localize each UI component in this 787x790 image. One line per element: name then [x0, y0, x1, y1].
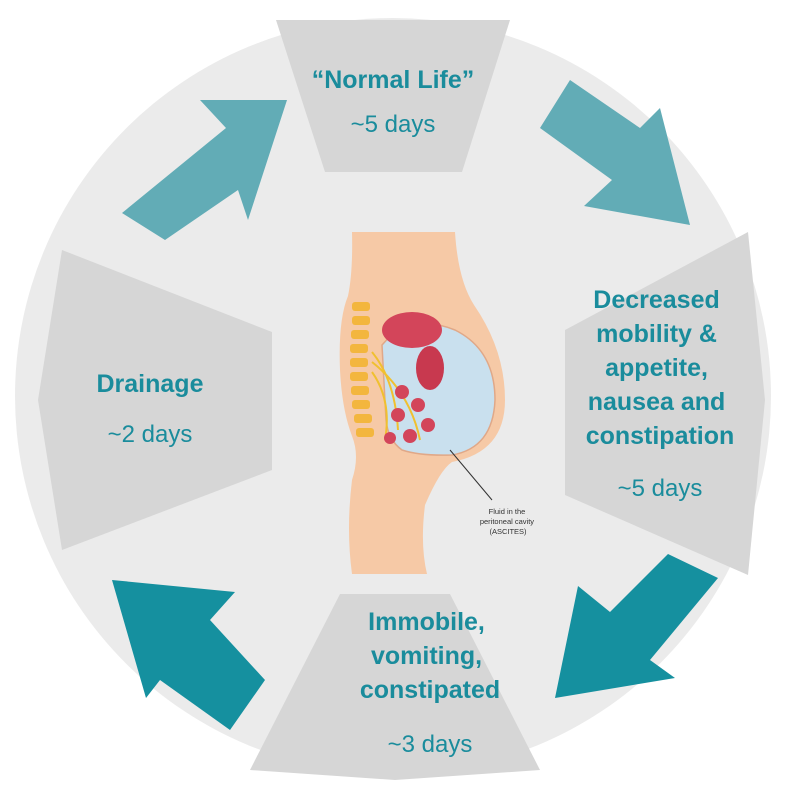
- stage-decreased-title-line: mobility &: [596, 320, 717, 348]
- vertebra: [351, 330, 369, 339]
- bowel-loop: [421, 418, 435, 432]
- vertebra: [356, 428, 374, 437]
- stage-drainage-duration: ~2 days: [108, 421, 193, 448]
- bowel-loop: [395, 385, 409, 399]
- vertebra: [352, 302, 370, 311]
- vertebra: [352, 316, 370, 325]
- vertebra: [354, 414, 372, 423]
- stage-decreased-title: Decreased mobility & appetite, nausea an…: [586, 286, 735, 450]
- ascites-caption-line: (ASCITES): [489, 527, 527, 536]
- stage-immobile-title-line: Immobile,: [368, 608, 485, 636]
- stage-decreased-title-line: appetite,: [605, 354, 708, 382]
- vertebra: [350, 358, 368, 367]
- stage-immobile-title: Immobile, vomiting, constipated: [360, 608, 500, 704]
- vertebra: [350, 372, 368, 381]
- liver: [382, 312, 442, 348]
- vertebra: [352, 400, 370, 409]
- ascites-caption-line: Fluid in the: [489, 507, 526, 516]
- stage-immobile-duration: ~3 days: [388, 731, 473, 758]
- bowel-loop: [391, 408, 405, 422]
- stage-decreased-title-line: nausea and: [588, 388, 726, 416]
- stage-normal-life-title: “Normal Life”: [312, 66, 475, 94]
- stage-drainage-title: Drainage: [97, 370, 204, 398]
- stage-decreased-duration: ~5 days: [618, 475, 703, 502]
- stage-decreased-title-line: constipation: [586, 422, 735, 450]
- bowel-loop: [411, 398, 425, 412]
- vertebra: [351, 386, 369, 395]
- kidney: [416, 346, 444, 390]
- stage-normal-life-duration: ~5 days: [351, 111, 436, 138]
- stage-immobile-title-line: constipated: [360, 676, 500, 704]
- bowel-loop: [403, 429, 417, 443]
- bowel-loop: [384, 432, 396, 444]
- ascites-caption-line: peritoneal cavity: [480, 517, 534, 526]
- vertebra: [350, 344, 368, 353]
- stage-immobile-title-line: vomiting,: [371, 642, 482, 670]
- stage-decreased-title-line: Decreased: [593, 286, 719, 314]
